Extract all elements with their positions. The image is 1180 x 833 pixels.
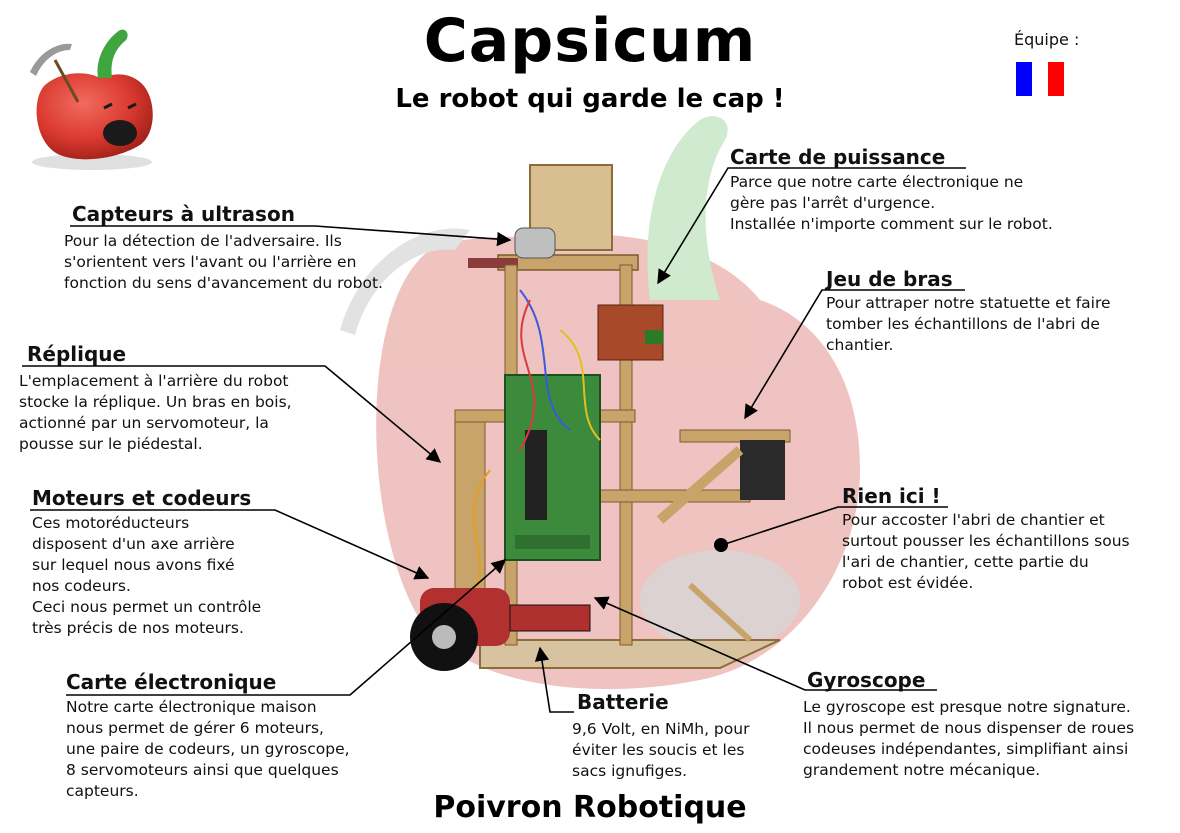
annotation-line: Pour attraper notre statuette et faire xyxy=(826,294,1111,312)
annotation-replique-body: L'emplacement à l'arrière du robot stock… xyxy=(19,371,339,455)
team-label: Équipe : xyxy=(1014,30,1080,49)
annotation-carte-puissance-body: Parce que notre carte électronique ne gè… xyxy=(730,172,1130,235)
annotation-title: Moteurs et codeurs xyxy=(32,486,252,510)
annotation-line: tomber les échantillons de l'abri de xyxy=(826,315,1100,333)
annotation-capteurs-body: Pour la détection de l'adversaire. Ils s… xyxy=(64,231,434,294)
annotation-title: Capteurs à ultrason xyxy=(72,202,295,226)
annotation-title: Gyroscope xyxy=(807,668,926,692)
rien-ici-marker xyxy=(714,538,728,552)
annotation-line: Parce que notre carte électronique ne xyxy=(730,173,1024,191)
flag-stripe-white xyxy=(1032,62,1048,96)
annotation-line: disposent d'un axe arrière xyxy=(32,535,235,553)
annotation-moteurs-body: Ces motoréducteurs disposent d'un axe ar… xyxy=(32,513,302,639)
annotation-line: chantier. xyxy=(826,336,894,354)
annotation-carte-puissance: Carte de puissance xyxy=(730,145,945,169)
poster-title: Capsicum xyxy=(423,6,757,76)
annotation-line: s'orientent vers l'avant ou l'arrière en xyxy=(64,253,357,271)
annotation-line: Pour accoster l'abri de chantier et xyxy=(842,511,1105,529)
team-name-footer: Poivron Robotique xyxy=(433,790,747,825)
annotation-line: robot est évidée. xyxy=(842,574,974,592)
annotation-rien-ici: Rien ici ! xyxy=(842,484,941,508)
flag-stripe-red xyxy=(1048,62,1064,96)
annotation-line: très précis de nos moteurs. xyxy=(32,619,244,637)
annotation-title: Rien ici ! xyxy=(842,484,941,508)
annotation-gyroscope-body: Le gyroscope est presque notre signature… xyxy=(803,697,1173,781)
annotation-line: nous permet de gérer 6 moteurs, xyxy=(66,719,324,737)
leader-lines xyxy=(22,167,966,713)
annotation-jeu-de-bras-body: Pour attraper notre statuette et faire t… xyxy=(826,293,1171,356)
annotation-line: sacs ignufiges. xyxy=(572,762,688,780)
annotation-title: Carte électronique xyxy=(66,670,277,694)
annotation-line: Installée n'importe comment sur le robot… xyxy=(730,215,1053,233)
annotation-line: Ceci nous permet un contrôle xyxy=(32,598,262,616)
annotation-line: grandement notre mécanique. xyxy=(803,761,1041,779)
annotation-title: Batterie xyxy=(577,690,669,714)
poster-subtitle: Le robot qui garde le cap ! xyxy=(395,84,785,114)
annotation-moteurs: Moteurs et codeurs xyxy=(32,486,251,510)
annotation-line: Le gyroscope est presque notre signature… xyxy=(803,698,1131,716)
annotation-replique: Réplique xyxy=(27,342,126,366)
annotation-carte-electronique-body: Notre carte électronique maison nous per… xyxy=(66,697,396,802)
annotation-line: actionné par un servomoteur, la xyxy=(19,414,269,432)
annotation-jeu-de-bras: Jeu de bras xyxy=(826,267,953,291)
annotation-line: 8 servomoteurs ainsi que quelques xyxy=(66,761,339,779)
annotation-title: Carte de puissance xyxy=(730,145,946,169)
annotation-line: capteurs. xyxy=(66,782,139,800)
annotation-line: sur lequel nous avons fixé xyxy=(32,556,235,574)
flag-stripe-blue xyxy=(1016,62,1032,96)
annotation-title: Jeu de bras xyxy=(826,267,953,291)
annotation-batterie: Batterie xyxy=(577,690,669,714)
annotation-line: pousse sur le piédestal. xyxy=(19,435,203,453)
annotation-line: surtout pousser les échantillons sous xyxy=(842,532,1130,550)
annotation-line: Notre carte électronique maison xyxy=(66,698,317,716)
annotation-gyroscope: Gyroscope xyxy=(807,668,925,692)
french-flag-icon xyxy=(1016,62,1064,96)
annotation-title: Réplique xyxy=(27,342,127,366)
annotation-line: Pour la détection de l'adversaire. Ils xyxy=(64,232,342,250)
annotation-line: 9,6 Volt, en NiMh, pour xyxy=(572,720,750,738)
annotation-line: fonction du sens d'avancement du robot. xyxy=(64,274,383,292)
annotation-line: l'ari de chantier, cette partie du xyxy=(842,553,1089,571)
annotation-rien-ici-body: Pour accoster l'abri de chantier et surt… xyxy=(842,510,1172,594)
annotation-line: éviter les soucis et les xyxy=(572,741,745,759)
annotation-batterie-body: 9,6 Volt, en NiMh, pour éviter les souci… xyxy=(572,719,782,782)
annotation-line: une paire de codeurs, un gyroscope, xyxy=(66,740,350,758)
pepper-logo xyxy=(30,29,153,170)
annotation-carte-electronique: Carte électronique xyxy=(66,670,276,694)
annotation-line: L'emplacement à l'arrière du robot xyxy=(19,372,289,390)
annotation-line: codeuses indépendantes, simplifiant ains… xyxy=(803,740,1129,758)
annotation-capteurs: Capteurs à ultrason xyxy=(72,202,432,226)
annotation-line: nos codeurs. xyxy=(32,577,131,595)
annotation-line: Ces motoréducteurs xyxy=(32,514,190,532)
annotation-line: gère pas l'arrêt d'urgence. xyxy=(730,194,936,212)
robot-illustration xyxy=(410,164,791,671)
annotation-line: Il nous permet de nous dispenser de roue… xyxy=(803,719,1135,737)
annotation-line: stocke la réplique. Un bras en bois, xyxy=(19,393,292,411)
watermark-pepper xyxy=(340,116,860,690)
